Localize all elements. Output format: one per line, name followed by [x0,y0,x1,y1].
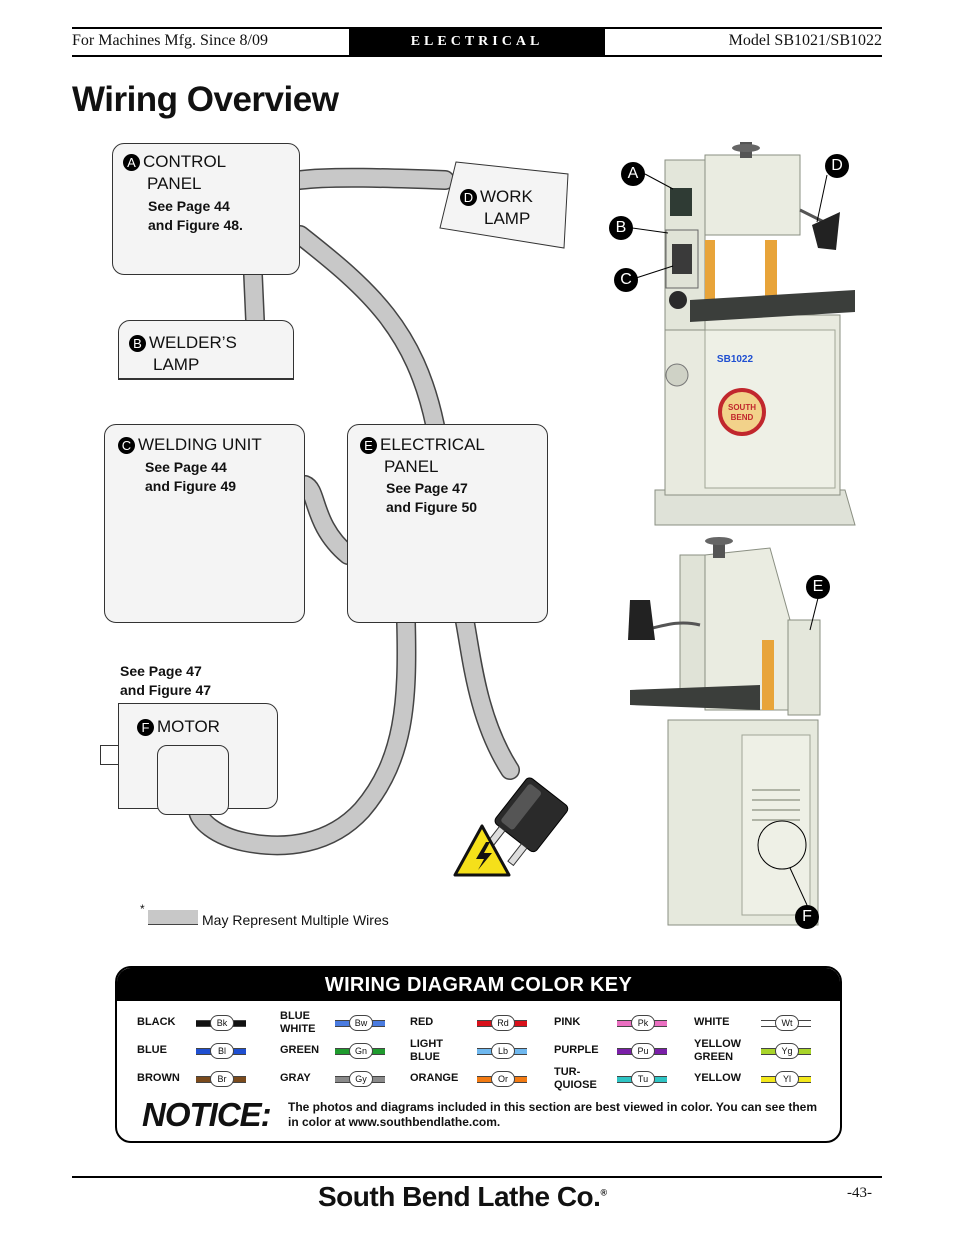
color-key-swatch: Pk [617,1015,667,1031]
photo-logo-line2: BEND [731,413,754,422]
bandsaw-side-photo [600,535,870,935]
badge-d: D [460,189,477,207]
color-key-name: GRAY [280,1072,311,1084]
color-key-swatch: Gy [335,1071,385,1087]
color-key-name: BLUE [137,1044,167,1056]
color-key-swatch: Lb [477,1043,527,1059]
color-key-swatch: Pu [617,1043,667,1059]
color-key-abbr: Yg [775,1043,799,1059]
badge-b: B [129,335,146,353]
color-key-name: YELLOW [694,1072,742,1084]
footer-rule [72,1176,882,1178]
notice-title: NOTICE: [142,1096,272,1133]
photo-callout-d: D [825,154,849,178]
color-key-name: PINK [554,1016,581,1028]
electrical-panel-box [347,424,548,623]
color-key-abbr: Pu [631,1043,655,1059]
color-key-name: BLACK [137,1016,176,1028]
color-key-swatch: Br [196,1071,246,1087]
control-panel-box [112,143,300,275]
color-key-abbr: Or [491,1071,515,1087]
legend-wire-swatch [148,910,198,925]
color-key-abbr: Bk [210,1015,234,1031]
power-plug-icon [485,777,569,867]
legend-asterisk: * [140,902,145,916]
color-key-name: GREEN [280,1044,320,1056]
color-key-abbr: Bw [349,1015,373,1031]
color-key-swatch: Tu [617,1071,667,1087]
photo-callout-b: B [609,216,633,240]
color-key-abbr: Tu [631,1071,655,1087]
bandsaw-front-photo: SOUTH BEND SB1022 [600,142,870,532]
color-key-swatch: Rd [477,1015,527,1031]
color-key-swatch: Gn [335,1043,385,1059]
photo-logo-line1: SOUTH [728,403,756,412]
wiring-diagram-wires [188,167,569,877]
color-key-abbr: Br [210,1071,234,1087]
badge-c: C [118,437,135,455]
color-key-abbr: Wt [775,1015,799,1031]
notice-text: The photos and diagrams included in this… [288,1100,818,1129]
color-key-name: BROWN [137,1072,180,1084]
color-key-title: WIRING DIAGRAM COLOR KEY [117,968,840,1001]
badge-f: F [137,719,154,737]
color-key-abbr: Gn [349,1043,373,1059]
photo-callout-e: E [806,575,830,599]
page-header: For Machines Mfg. Since 8/09 ELECTRICAL … [72,27,882,57]
color-key-swatch: Yg [761,1043,811,1059]
legend-text: May Represent Multiple Wires [202,912,389,928]
color-key-swatch: Or [477,1071,527,1087]
badge-e: E [360,437,377,455]
color-key-name: ORANGE [410,1072,459,1084]
photo-callout-f: F [795,905,819,929]
footer-brand: South Bend Lathe Co.® [318,1181,607,1212]
color-key-name: RED [410,1016,434,1028]
motor-junction-box [157,745,229,815]
work-lamp-box [439,161,569,249]
color-key-swatch: Bl [196,1043,246,1059]
color-key-swatch: Bw [335,1015,385,1031]
welders-lamp-box [118,320,294,380]
color-key-name: TUR-QUIOSE [554,1066,597,1091]
electrical-hazard-icon [453,824,511,877]
color-key-abbr: Gy [349,1071,373,1087]
badge-a: A [123,154,140,172]
color-key-abbr: Bl [210,1043,234,1059]
color-key-abbr: Pk [631,1015,655,1031]
page-number: -43- [847,1185,872,1201]
color-key-swatch: Bk [196,1015,246,1031]
photo-callout-c: C [614,268,638,292]
photo-model-text: SB1022 [717,354,754,365]
header-model-text: Model SB1021/SB1022 [728,32,882,49]
color-key-abbr: Lb [491,1043,515,1059]
photo-callout-a: A [621,162,645,186]
header-section-title: ELECTRICAL [349,29,605,55]
color-key-swatch: Yl [761,1071,811,1087]
color-key-abbr: Yl [775,1071,799,1087]
color-key-name: WHITE [694,1016,730,1028]
header-left-text: For Machines Mfg. Since 8/09 [72,32,268,49]
color-key-abbr: Rd [491,1015,515,1031]
welding-unit-box [104,424,305,623]
color-key-swatch: Wt [761,1015,811,1031]
page-title: Wiring Overview [72,80,339,119]
color-key-name: PURPLE [554,1044,599,1056]
